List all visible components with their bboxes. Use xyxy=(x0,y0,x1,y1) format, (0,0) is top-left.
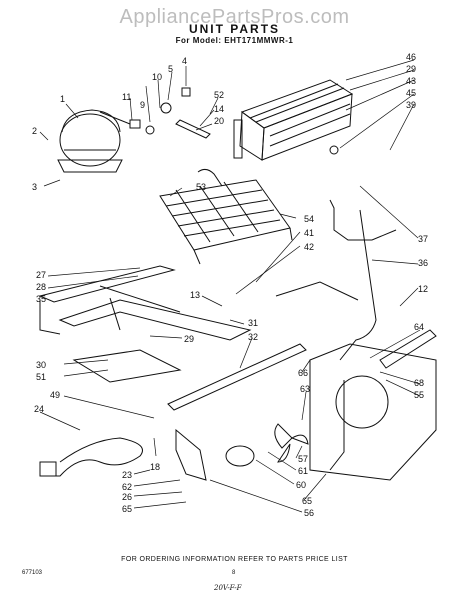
callout-23: 23 xyxy=(122,470,132,480)
plug-drawing xyxy=(39,461,57,477)
callout-4: 4 xyxy=(182,56,187,66)
model-label: For Model: EHT171MMWR-1 xyxy=(175,36,294,45)
callout-9: 9 xyxy=(140,100,145,110)
callout-39: 39 xyxy=(406,100,416,110)
callout-65-right: 65 xyxy=(302,496,312,506)
tube-36-drawing xyxy=(339,209,377,361)
callout-46: 46 xyxy=(406,52,416,62)
leader-lines xyxy=(39,59,421,513)
callout-35: 35 xyxy=(36,294,46,304)
callout-3: 3 xyxy=(32,182,37,192)
callout-1: 1 xyxy=(60,94,65,104)
callout-52: 52 xyxy=(214,90,224,100)
callout-31: 31 xyxy=(248,318,258,328)
callout-27: 27 xyxy=(36,270,46,280)
callout-68: 68 xyxy=(414,378,424,388)
diagram-code: 677103 xyxy=(22,570,43,576)
callout-54: 54 xyxy=(304,214,314,224)
callout-12: 12 xyxy=(418,284,428,294)
callout-56: 56 xyxy=(304,508,314,518)
callout-65-left: 65 xyxy=(122,504,132,514)
callout-numbers: 1 2 3 4 5 9 10 11 14 20 52 53 54 41 42 1… xyxy=(32,52,428,518)
callout-64: 64 xyxy=(414,322,424,332)
handwritten-mark: 20V-F-F xyxy=(214,584,242,592)
callout-24: 24 xyxy=(34,404,44,414)
callout-63: 63 xyxy=(300,384,310,394)
callout-2: 2 xyxy=(32,126,37,136)
callout-18: 18 xyxy=(150,462,160,472)
compressor-drawing xyxy=(57,109,141,173)
callout-36: 36 xyxy=(418,258,428,268)
page-number: 8 xyxy=(232,570,236,576)
ordering-note: FOR ORDERING INFORMATION REFER TO PARTS … xyxy=(121,556,348,563)
rail-drawing xyxy=(167,343,307,411)
callout-29-left: 29 xyxy=(184,334,194,344)
tube-37-drawing xyxy=(329,199,397,241)
callout-43: 43 xyxy=(406,76,416,86)
callout-60: 60 xyxy=(296,480,306,490)
callout-55: 55 xyxy=(414,390,424,400)
condenser-drawing xyxy=(233,79,354,161)
watermark: AppliancePartsPros.com xyxy=(119,6,350,28)
fan-motor-drawing xyxy=(175,423,309,481)
part-drawings xyxy=(38,79,437,481)
tube-drawing xyxy=(275,281,359,301)
callout-42: 42 xyxy=(304,242,314,252)
callout-26: 26 xyxy=(122,492,132,502)
fan-housing-drawing xyxy=(309,329,437,481)
callout-37: 37 xyxy=(418,234,428,244)
diagram-title: UNIT PARTS xyxy=(188,22,281,36)
callout-32: 32 xyxy=(248,332,258,342)
callout-10: 10 xyxy=(152,72,162,82)
callout-45: 45 xyxy=(406,88,416,98)
callout-13: 13 xyxy=(190,290,200,300)
callout-62: 62 xyxy=(122,482,132,492)
callout-51: 51 xyxy=(36,372,46,382)
callout-28: 28 xyxy=(36,282,46,292)
harness-drawing xyxy=(50,437,143,477)
callout-49: 49 xyxy=(50,390,60,400)
callout-66: 66 xyxy=(298,368,308,378)
callout-5: 5 xyxy=(168,64,173,74)
base-frame-drawing xyxy=(38,265,252,383)
drier-drawing xyxy=(175,119,211,139)
callout-14: 14 xyxy=(214,104,224,114)
evaporator-coil-drawing xyxy=(159,168,293,265)
callout-30: 30 xyxy=(36,360,46,370)
callout-29-right: 29 xyxy=(406,64,416,74)
callout-41: 41 xyxy=(304,228,314,238)
callout-57: 57 xyxy=(298,454,308,464)
callout-61: 61 xyxy=(298,466,308,476)
callout-53: 53 xyxy=(196,182,206,192)
callout-11: 11 xyxy=(122,92,131,102)
callout-20: 20 xyxy=(214,116,224,126)
